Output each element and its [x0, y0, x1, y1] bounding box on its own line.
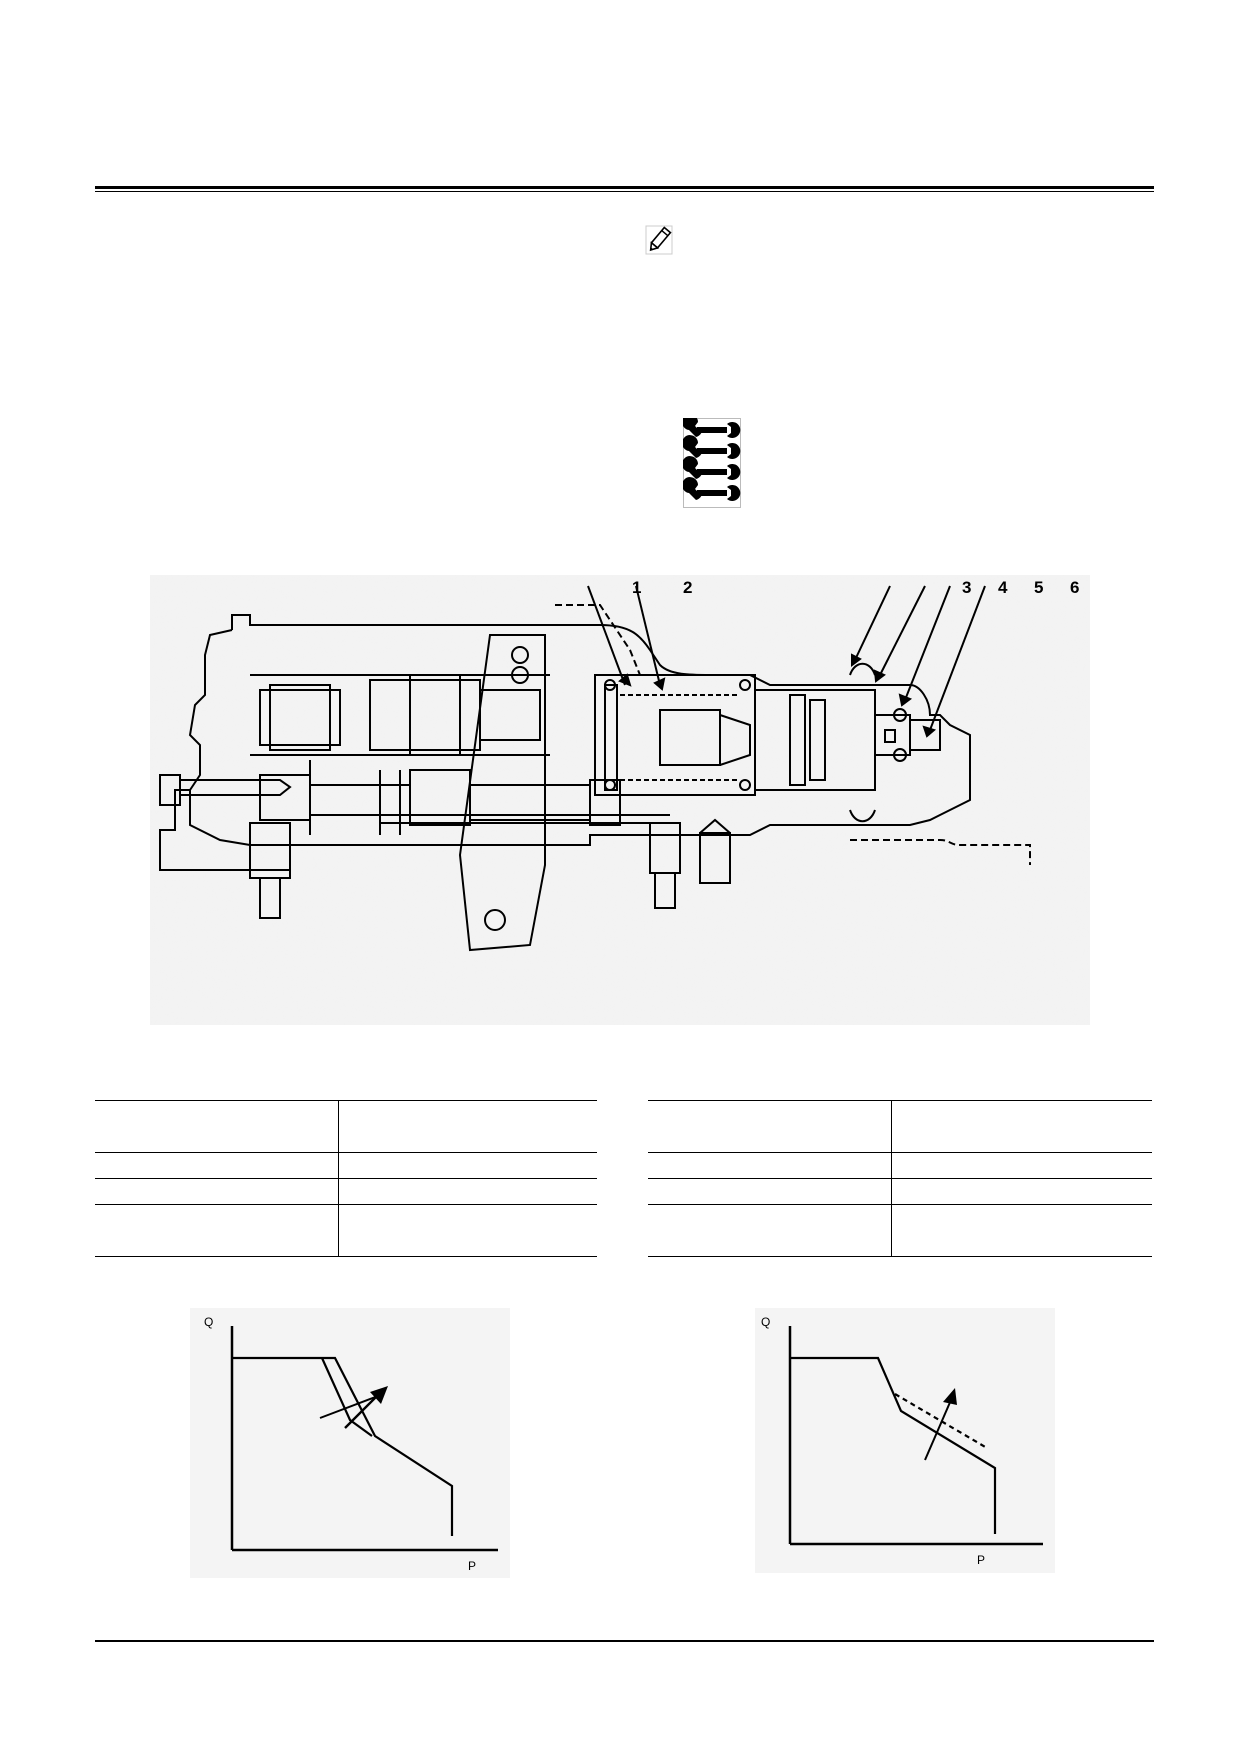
callout-1: 1: [632, 578, 642, 597]
header-rule-thin: [95, 191, 1154, 192]
graph-left-x-label: P: [468, 1559, 476, 1573]
pump-regulator-cross-section: [150, 575, 1090, 1025]
q-p-graph-left: Q P: [190, 1308, 510, 1578]
graph-right-x-label: P: [977, 1553, 985, 1567]
graph-right-y-label: Q: [761, 1315, 770, 1329]
header-rule-thick: [95, 186, 1154, 189]
callout-4: 4: [998, 578, 1008, 597]
pencil-icon: [645, 225, 673, 255]
callout-5: 5: [1034, 578, 1044, 597]
q-p-graph-right: Q P: [755, 1308, 1055, 1573]
spec-table-left: [95, 1100, 597, 1257]
graph-left-y-label: Q: [204, 1315, 213, 1329]
callout-2: 2: [683, 578, 693, 597]
spec-table-right: [648, 1100, 1152, 1257]
footer-rule: [95, 1640, 1154, 1642]
wrench-icon: [683, 418, 741, 508]
callout-3: 3: [962, 578, 972, 597]
callout-6: 6: [1070, 578, 1080, 597]
